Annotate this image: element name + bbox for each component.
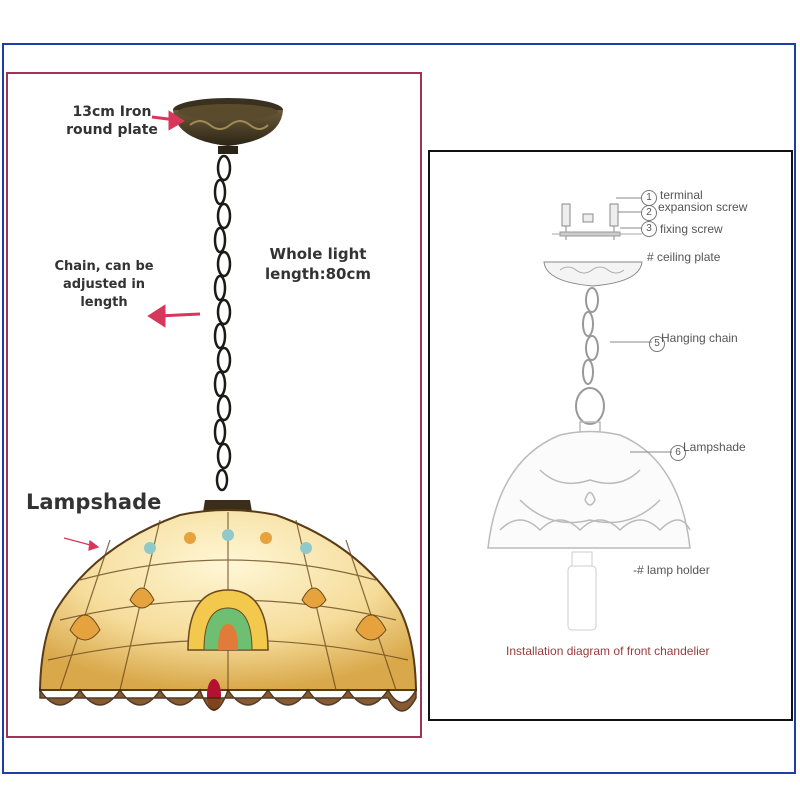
- diagram-label-hanging-chain: Hanging chain: [661, 331, 738, 345]
- diagram-label-fixing-screw: fixing screw: [660, 222, 723, 236]
- diagram-caption: Installation diagram of front chandelier: [506, 644, 710, 658]
- length-label: Whole light length:80cm: [264, 244, 372, 284]
- lampshade: [38, 500, 418, 712]
- ceiling-plate: [173, 98, 283, 154]
- diagram-num-5: 5: [649, 336, 665, 352]
- plate-arrow: [151, 110, 185, 131]
- diagram-ceiling-plate: [543, 261, 643, 287]
- lampshade-arrow: [63, 537, 100, 551]
- diagram-label-expansion-screw: expansion screw: [658, 200, 748, 214]
- lampshade-label: Lampshade: [26, 490, 162, 514]
- diagram-label-lampshade: Lampshade: [683, 440, 746, 454]
- plate-label: 13cm Iron round plate: [62, 103, 162, 139]
- diagram-label-ceiling-plate: # ceiling plate: [647, 250, 721, 264]
- plate-label-line1: 13cm Iron: [72, 104, 152, 120]
- length-label-line1: Whole light: [269, 245, 367, 263]
- diagram-num-3: 3: [641, 221, 657, 237]
- diagram-label-lamp-holder: -# lamp holder: [633, 563, 710, 577]
- diagram-num-1: 1: [641, 190, 657, 206]
- diagram-chain: [575, 287, 605, 425]
- length-label-line2: length:80cm: [265, 265, 371, 283]
- chain: [213, 154, 232, 492]
- outer-frame: [2, 43, 796, 774]
- terminal-parts: [552, 203, 642, 240]
- chain-label-line1: Chain, can be: [54, 259, 154, 274]
- diagram-lamp-holder: [567, 551, 597, 631]
- diagram-num-6: 6: [670, 445, 686, 461]
- diagram-lampshade: [487, 421, 691, 549]
- chain-label: Chain, can be adjusted in length: [38, 258, 170, 312]
- diagram-num-2: 2: [641, 205, 657, 221]
- chain-label-line2: adjusted in length: [62, 277, 146, 310]
- chain-arrow: [147, 304, 201, 328]
- plate-label-line2: round plate: [66, 122, 158, 138]
- diagram-label-terminal: terminal: [660, 188, 703, 202]
